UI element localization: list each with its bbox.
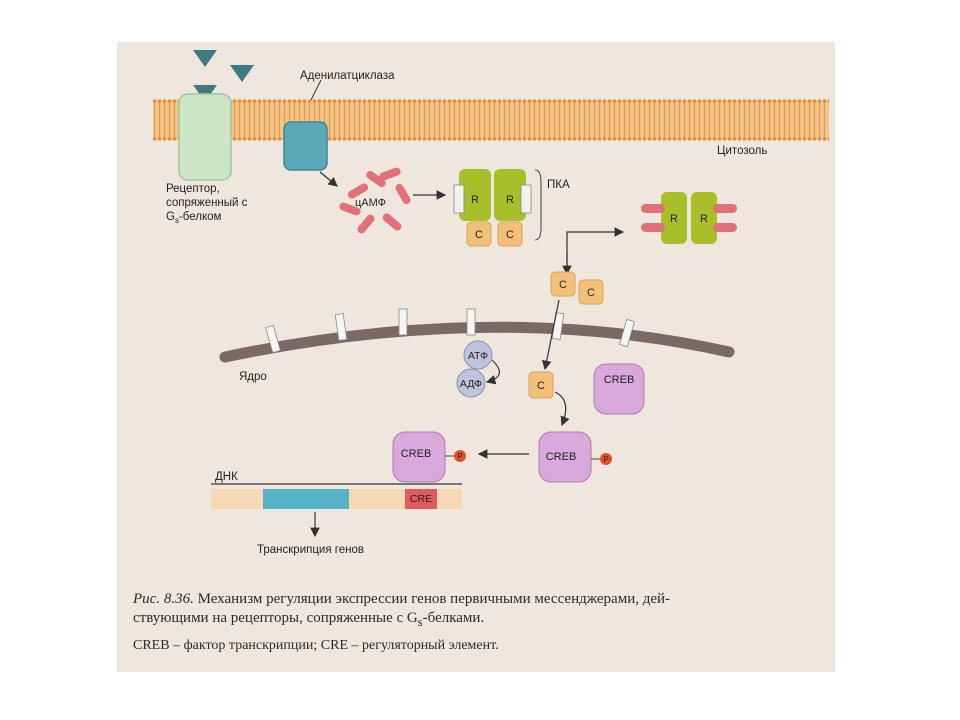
pka-r-subunit: R <box>471 194 479 206</box>
phosphorylated-creb <box>538 431 592 483</box>
figure-caption: Рис. 8.36. Механизм регуляции экспрессии… <box>133 590 823 655</box>
nuclear-catalytic-subunit <box>528 371 554 399</box>
dna-bound-creb <box>392 431 446 483</box>
phosphate-group <box>454 450 466 462</box>
free-catalytic-subunit <box>550 271 576 297</box>
arrow-c-to-nucleus <box>541 299 560 371</box>
dna-label: ДНК <box>215 471 238 483</box>
arrow-pka-dissociation <box>566 227 625 277</box>
caption-line-2: ствующими на рецепторы, сопряженные с Gs… <box>133 610 485 629</box>
atp-label: АТФ <box>468 350 488 362</box>
pka-label: ПКА <box>547 179 570 191</box>
ligand-triangle-icon <box>230 65 254 82</box>
caption-note: CREB – фактор транскрипции; CRE – регуля… <box>133 638 499 653</box>
receptor-protein <box>178 93 232 181</box>
dna-phosphate-label: P <box>457 452 462 461</box>
pka-holoenzyme: R R C C <box>453 169 532 247</box>
free-catalytic-subunit <box>578 279 604 305</box>
receptor-label: Рецептор, сопряженный с Gs-белком <box>166 183 251 225</box>
creb-protein <box>593 363 645 415</box>
dna-creb-label: CREB <box>401 448 432 460</box>
nuclear-envelope <box>219 321 735 363</box>
ligand-triangle-icon <box>193 50 217 67</box>
pka-c-subunit: C <box>475 229 483 241</box>
phosphate-label: P <box>603 455 608 464</box>
regulatory-dimer-with-camp: R R <box>641 192 737 244</box>
adenylate-cyclase-protein <box>283 121 328 171</box>
figure-scan: Рецептор, сопряженный с Gs-белком Аденил… <box>117 42 835 672</box>
cre-element <box>405 489 437 509</box>
free-c-label: C <box>587 287 595 299</box>
pka-c-subunit: C <box>506 229 514 241</box>
plasma-membrane <box>153 99 829 141</box>
creb-label: CREB <box>604 374 635 386</box>
phosphate-group <box>600 453 612 465</box>
gene-segment <box>263 489 349 509</box>
creb-p-label: CREB <box>546 451 577 463</box>
regulatory-r-subunit: R <box>670 213 678 225</box>
nucleus-label: Ядро <box>239 371 267 383</box>
nuclear-c-label: C <box>537 380 545 392</box>
adp-label: АДФ <box>460 378 482 390</box>
pka-bracket <box>534 169 542 241</box>
signaling-diagram: Рецептор, сопряженный с Gs-белком Аденил… <box>153 50 829 556</box>
atp-molecule <box>463 340 493 370</box>
pka-r-subunit: R <box>506 194 514 206</box>
transcription-label: Транскрипция генов <box>257 544 364 556</box>
caption-line-1: Рис. 8.36. Механизм регуляции экспрессии… <box>133 590 823 609</box>
caption-text-1: Механизм регуляции экспрессии генов перв… <box>197 591 671 607</box>
arrow-atp-to-adp <box>485 359 500 385</box>
figure-number: Рис. 8.36. <box>133 591 194 607</box>
cre-label: CRE <box>410 493 432 505</box>
free-c-label: C <box>559 279 567 291</box>
nuclear-pores <box>265 308 635 354</box>
camp-label: цАМФ <box>355 197 386 209</box>
cytosol-label: Цитозоль <box>717 145 767 157</box>
arrow-phosphorylation <box>554 391 570 427</box>
adp-molecule <box>456 368 486 398</box>
camp-molecules <box>339 167 411 234</box>
regulatory-r-subunit: R <box>700 213 708 225</box>
arrow-cyclase-to-camp <box>319 171 338 187</box>
adenylate-cyclase-label: Аденилатциклаза <box>300 70 395 82</box>
